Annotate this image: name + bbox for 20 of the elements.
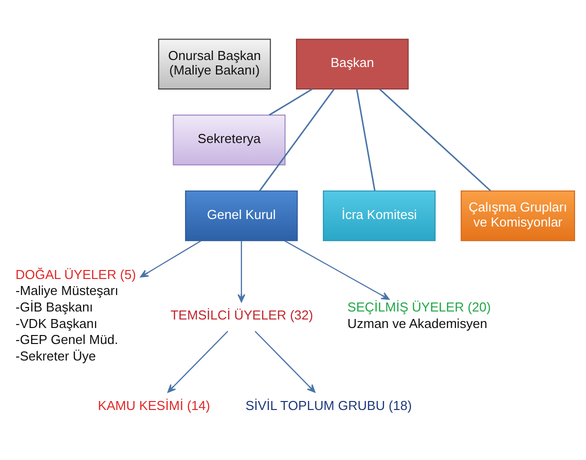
connector bbox=[379, 88, 491, 191]
node-box: Çalışma Grupları ve Komisyonlar bbox=[460, 190, 576, 241]
node-text: KAMU KESİMİ (14) bbox=[98, 398, 210, 413]
arrow bbox=[140, 240, 202, 278]
node-box: İcra Komitesi bbox=[322, 190, 436, 241]
arrow bbox=[284, 240, 390, 300]
arrow bbox=[238, 240, 246, 302]
node-box: Onursal Başkan (Maliye Bakanı) bbox=[158, 38, 271, 89]
connector bbox=[356, 88, 376, 190]
node-text: SEÇİLMİŞ ÜYELER (20) Uzman ve Akademisyen bbox=[347, 298, 491, 330]
node-box: Başkan bbox=[296, 38, 409, 89]
arrow bbox=[254, 330, 316, 392]
node-text: DOĞAL ÜYELER (5) -Maliye Müsteşarı -GİB Başkanı -VDK Başkanı -GEP Genel Müd. -Sekreter Üye bbox=[16, 266, 136, 363]
node-text: TEMSİLCİ ÜYELER (32) bbox=[170, 307, 314, 322]
node-box: Sekreterya bbox=[172, 114, 286, 165]
connector bbox=[268, 88, 313, 116]
node-text: SİVİL TOPLUM GRUBU (18) bbox=[245, 398, 412, 413]
node-box: Genel Kurul bbox=[185, 190, 298, 241]
connector bbox=[259, 88, 335, 191]
arrow bbox=[167, 330, 228, 392]
